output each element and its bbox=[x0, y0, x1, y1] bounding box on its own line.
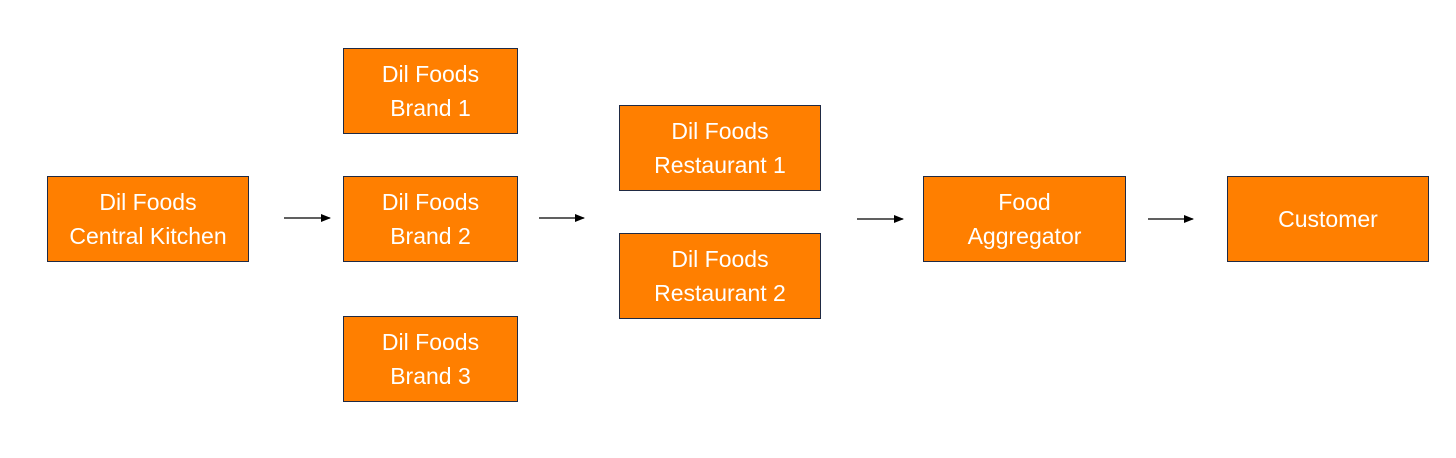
node-restaurant-2: Dil Foods Restaurant 2 bbox=[619, 233, 821, 319]
node-food-aggregator-line2: Aggregator bbox=[967, 223, 1082, 249]
node-brand-2-line1: Dil Foods bbox=[381, 189, 480, 215]
node-brand-2-line2: Brand 2 bbox=[390, 223, 471, 249]
node-customer: Customer bbox=[1227, 176, 1429, 262]
node-food-aggregator: Food Aggregator bbox=[923, 176, 1126, 262]
node-customer-line1: Customer bbox=[1278, 206, 1378, 232]
node-brand-2: Dil Foods Brand 2 bbox=[343, 176, 518, 262]
node-brand-1-line1: Dil Foods bbox=[381, 61, 480, 87]
node-central-kitchen-line2: Central Kitchen bbox=[69, 223, 227, 249]
node-restaurant-1-line1: Dil Foods bbox=[671, 118, 769, 144]
node-brand-1: Dil Foods Brand 1 bbox=[343, 48, 518, 134]
node-brand-3-line2: Brand 3 bbox=[390, 363, 471, 389]
node-restaurant-1-line2: Restaurant 1 bbox=[654, 152, 786, 178]
node-brand-3: Dil Foods Brand 3 bbox=[343, 316, 518, 402]
node-restaurant-1: Dil Foods Restaurant 1 bbox=[619, 105, 821, 191]
node-restaurant-2-line2: Restaurant 2 bbox=[654, 280, 786, 306]
node-brand-3-line1: Dil Foods bbox=[381, 329, 480, 355]
node-central-kitchen-line1: Dil Foods bbox=[99, 189, 197, 215]
node-food-aggregator-line1: Food bbox=[998, 189, 1051, 215]
node-brand-1-line2: Brand 1 bbox=[390, 95, 471, 121]
node-central-kitchen: Dil Foods Central Kitchen bbox=[47, 176, 249, 262]
node-restaurant-2-line1: Dil Foods bbox=[671, 246, 769, 272]
